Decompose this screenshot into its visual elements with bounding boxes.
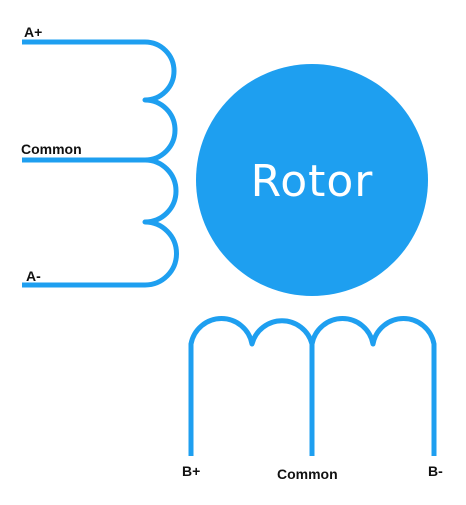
coil-a-wire-top xyxy=(22,39,178,163)
coil-a-bottom-label: A- xyxy=(26,268,41,284)
coil-a-common-label: Common xyxy=(21,141,82,157)
coil-a-wire-bottom xyxy=(22,157,179,288)
coil-a xyxy=(22,39,179,288)
coil-b-wire-left xyxy=(188,316,315,456)
rotor-circle xyxy=(196,64,428,296)
coil-b-right-label: B- xyxy=(428,463,443,479)
coil-b-common-label: Common xyxy=(277,466,338,482)
coil-b-left-label: B+ xyxy=(182,463,201,479)
coil-b xyxy=(188,316,437,456)
coil-b-wire-right xyxy=(309,316,437,456)
rotor-label: Rotor xyxy=(250,156,374,207)
coil-a-top-label: A+ xyxy=(24,24,43,40)
